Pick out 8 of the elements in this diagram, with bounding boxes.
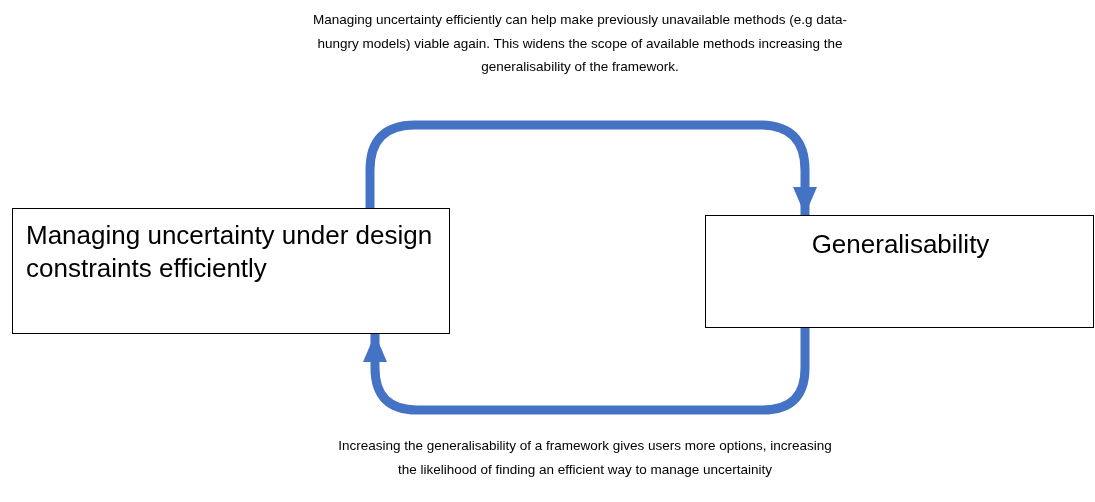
process-box	[705, 215, 1094, 328]
curved-arrow	[365, 120, 817, 215]
curved-arrow	[363, 328, 810, 415]
process-box	[12, 208, 450, 334]
node-label: Managing uncertainty under design constraints efficiently	[26, 219, 434, 284]
node-label: Generalisability	[810, 228, 991, 261]
annotation-text: Managing uncertainty efficiently can help make previously unavailable methods (e.g data-hungry models) viable again. This widens the scope of available methods increasing the generalisability of the framework.	[311, 11, 849, 77]
annotation-text: Increasing the generalisability of a framework gives users more options, increasing the likelihood of finding an efficient way to manage uncertainity	[337, 437, 833, 479]
